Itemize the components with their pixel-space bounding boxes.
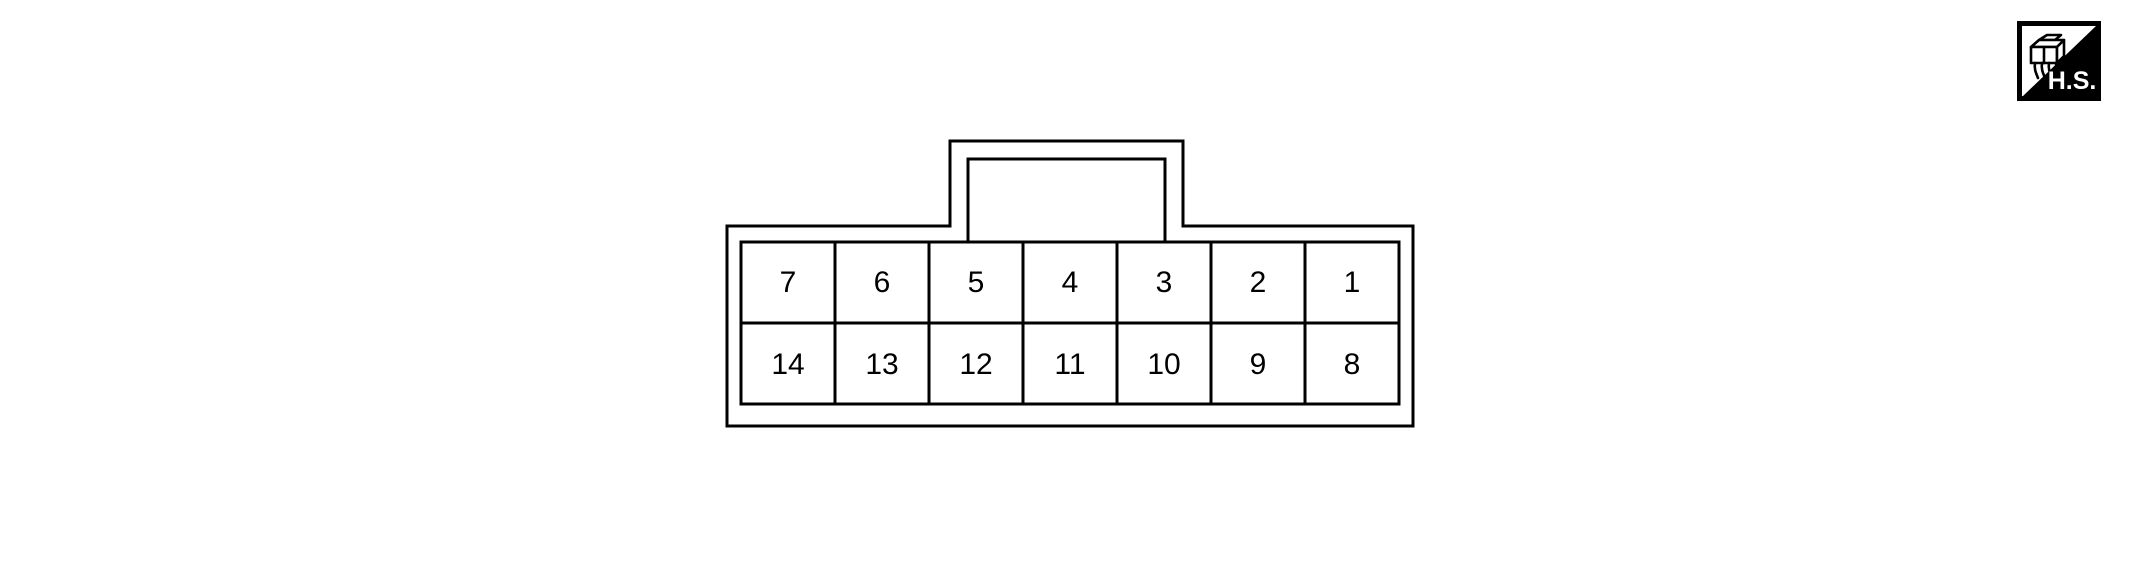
pin-number-6: 6 (874, 266, 891, 299)
pin-number-8: 8 (1344, 348, 1361, 381)
latch-tab-inner-outline (966, 157, 1167, 243)
pin-number-2: 2 (1250, 266, 1267, 299)
pin-number-13: 13 (865, 348, 898, 381)
connector-with-wires-icon (2029, 33, 2066, 80)
pin-number-4: 4 (1062, 266, 1079, 299)
pin-number-1: 1 (1344, 266, 1361, 299)
pin-number-5: 5 (968, 266, 985, 299)
pin-number-12: 12 (959, 348, 992, 381)
badge-border (2017, 21, 2101, 101)
pin-number-10: 10 (1147, 348, 1180, 381)
pin-number-7: 7 (780, 266, 797, 299)
pin-number-9: 9 (1250, 348, 1267, 381)
pin-number-11: 11 (1054, 348, 1085, 381)
badge-label: H.S. (2048, 67, 2097, 95)
pin-number-3: 3 (1156, 266, 1173, 299)
harness-side-badge: H.S. (2017, 21, 2101, 101)
connector-diagram: 7 6 5 4 3 2 1 14 13 12 11 10 9 8 (715, 138, 1425, 430)
harness-side-badge-svg: H.S. (2017, 21, 2101, 101)
connector-svg: 7 6 5 4 3 2 1 14 13 12 11 10 9 8 (725, 139, 1415, 428)
pin-number-14: 14 (771, 348, 804, 381)
